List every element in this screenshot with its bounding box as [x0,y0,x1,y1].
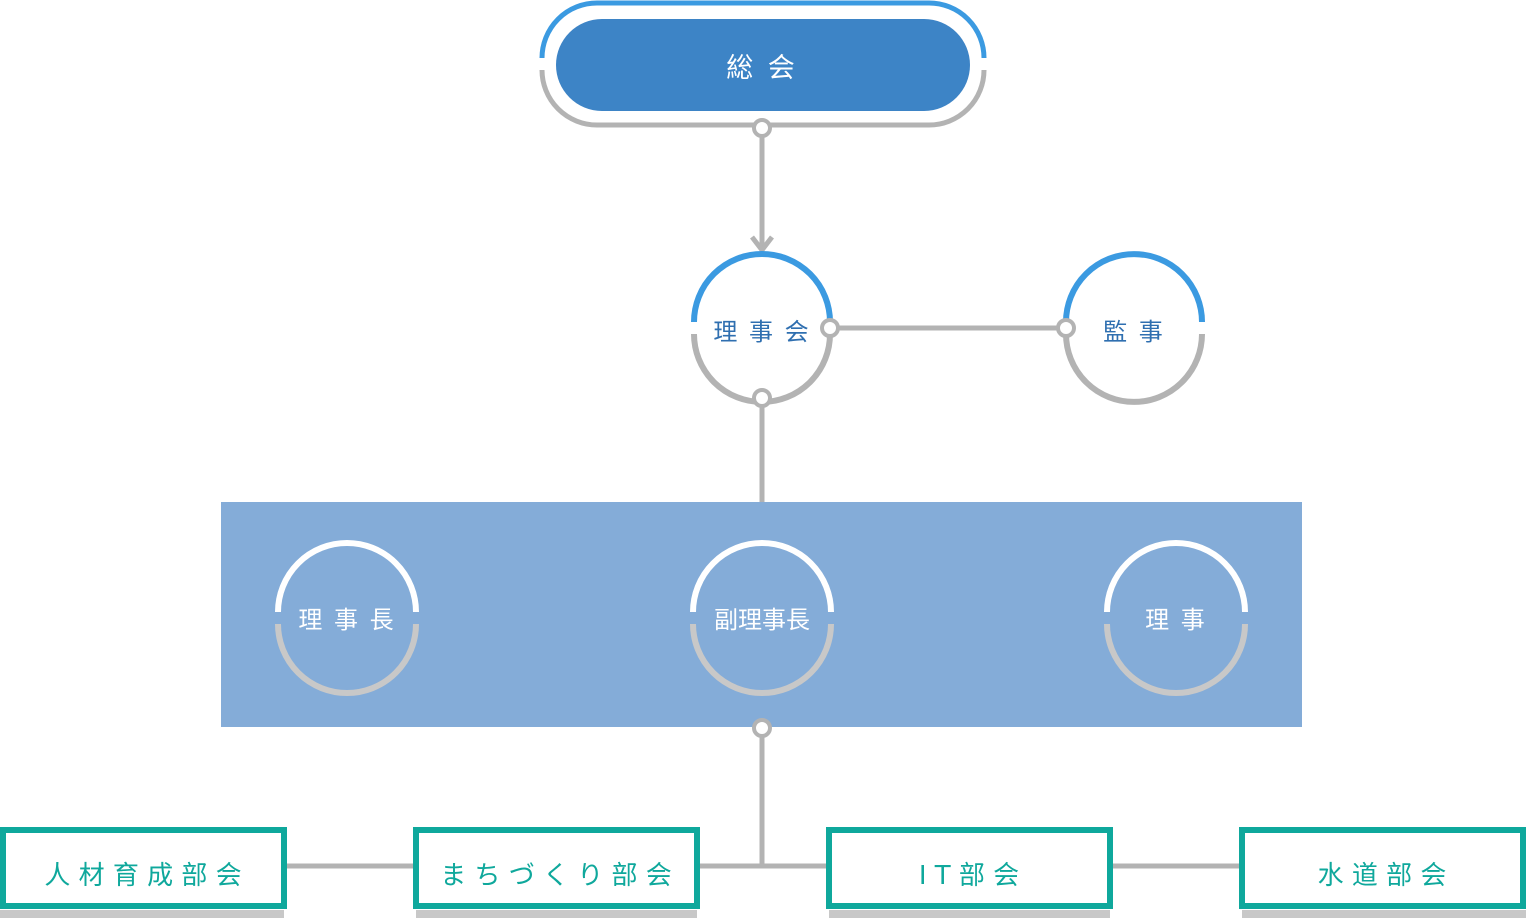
committee-water-supply: 水 道 部 会 [1239,827,1526,918]
assembly-outline-top [539,0,987,59]
board-member-chairman: 理 事 長 [275,540,419,696]
committee-underline [829,910,1110,918]
committee-underline [1242,910,1526,918]
auditor-ring-bottom [1063,333,1205,405]
committee-label: 水 道 部 会 [1318,861,1447,891]
board-ring-top [691,251,833,323]
general-assembly-node: 総 会 [539,0,987,138]
vice-chairman-ring-top [690,540,834,613]
auditor-node: 監 事 [1056,251,1205,405]
committee-it: I T 部 会 [826,827,1113,918]
board-member-director: 理 事 [1104,540,1248,696]
assembly-pill [556,19,970,111]
auditor-label: 監 事 [1103,318,1165,346]
board-members-panel-bg [221,502,1302,727]
vice-chairman-label: 副理事長 [714,606,810,634]
auditor-node-bg [1066,260,1202,396]
committee-box [0,827,287,909]
director-label: 理 事 [1145,606,1207,634]
auditor-ring-top [1063,251,1205,323]
assembly-connector-dot [752,118,772,138]
committee-label: 人 材 育 成 部 会 [44,861,241,891]
committees-row: 人 材 育 成 部 会 ま ち づ く り 部 会 I T 部 会 水 道 部 … [0,827,1526,918]
chairman-label: 理 事 長 [298,606,395,634]
committee-underline [0,910,284,918]
board-connector-dot-bottom [752,388,772,408]
board-member-vice-chairman: 副理事長 [690,540,834,696]
committee-label: ま ち づ く り 部 会 [440,861,672,891]
committee-town-planning: ま ち づ く り 部 会 [413,827,700,918]
board-members-panel: 理 事 長 副理事長 理 事 [221,502,1302,738]
chairman-ring-top [275,540,419,613]
panel-connector-dot [752,718,772,738]
committee-box [413,827,700,909]
auditor-connector-dot [1056,318,1076,338]
director-ring-top [1104,540,1248,613]
committee-label: I T 部 会 [919,861,1019,891]
connectors [284,135,1242,869]
committee-hr-development: 人 材 育 成 部 会 [0,827,287,918]
assembly-label: 総 会 [726,53,798,84]
board-connector-dot-right [820,318,840,338]
board-of-directors-node: 理 事 会 [691,251,840,408]
vice-chairman-ring-bottom [690,623,834,696]
arrow-head-to-board [750,235,774,255]
committee-underline [416,910,697,918]
director-ring-bottom [1104,623,1248,696]
committee-box [1239,827,1526,909]
board-label: 理 事 会 [713,318,810,346]
committee-box [826,827,1113,909]
chairman-ring-bottom [275,623,419,696]
board-node-bg [694,260,830,396]
